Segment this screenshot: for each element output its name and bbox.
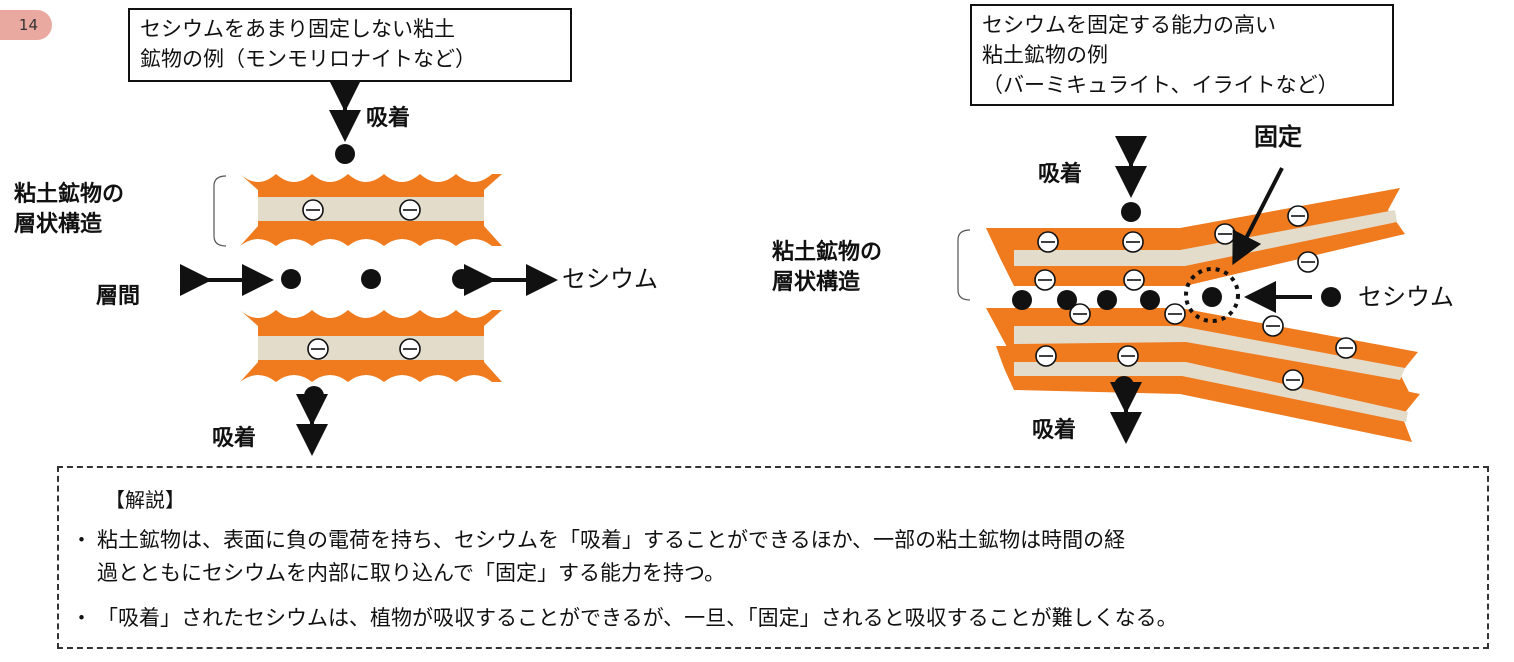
explanation-item-2-text: 「吸着」されたセシウムは、植物が吸収することができるが、一旦、「固定」されると吸… <box>97 606 1178 630</box>
double-arrow-icon <box>180 80 558 456</box>
explanation-item-2: ・ 「吸着」されたセシウムは、植物が吸収することができるが、一旦、「固定」される… <box>71 602 1481 635</box>
right-title-box: セシウムを固定する能力の高い 粘土鉱物の例 （バーミキュライト、イライトなど） <box>970 4 1394 106</box>
arrow-icon <box>1232 167 1284 266</box>
explanation-item-1: ・ 粘土鉱物は、表面に負の電荷を持ち、セシウムを「吸着」することができるほか、一… <box>71 524 1481 590</box>
layered-structure-label-right: 粘土鉱物の 層状構造 <box>772 238 882 298</box>
adsorption-label-bottom-left: 吸着 <box>212 426 257 451</box>
layered-structure-line-1: 粘土鉱物の <box>772 240 883 265</box>
left-lower-clay-layer <box>240 310 502 382</box>
left-title-line-1: セシウムをあまり固定しない粘土 <box>140 17 455 41</box>
layered-structure-line-1: 粘土鉱物の <box>14 182 125 207</box>
bracket-icon <box>957 229 971 301</box>
explanation-item-1-line-2: 過とともにセシウムを内部に取り込んで「固定」する能力を持つ。 <box>97 561 726 585</box>
layered-structure-label-left: 粘土鉱物の 層状構造 <box>14 180 124 240</box>
left-title-line-2: 鉱物の例（モンモリロナイトなど） <box>140 47 476 71</box>
left-upper-clay-layer <box>240 174 502 246</box>
bracket-icon <box>213 175 227 247</box>
negative-charge-icon <box>302 199 421 360</box>
bullet-icon: ・ <box>71 528 92 552</box>
cesium-label-right: セシウム <box>1358 283 1454 311</box>
double-arrow-icon <box>1110 136 1147 444</box>
adsorption-label-top-right: 吸着 <box>1038 162 1083 187</box>
explanation-box: 【解説】 ・ 粘土鉱物は、表面に負の電荷を持ち、セシウムを「吸着」することができ… <box>57 466 1489 649</box>
layered-structure-line-2: 層状構造 <box>14 212 103 237</box>
explanation-heading: 【解説】 <box>105 488 185 512</box>
adsorption-label-top-left: 吸着 <box>366 106 411 131</box>
explanation-item-1-line-1: 粘土鉱物は、表面に負の電荷を持ち、セシウムを「吸着」することができるほか、一部の… <box>97 528 1126 552</box>
right-lower-clay-layer <box>996 346 1420 442</box>
negative-charge-icon <box>1034 205 1357 391</box>
right-title-line-3: （バーミキュライト、イライトなど） <box>982 73 1339 97</box>
adsorption-label-bottom-right: 吸着 <box>1032 418 1077 443</box>
right-title-line-1: セシウムを固定する能力の高い <box>982 13 1276 37</box>
figure-number-badge: 14 <box>0 10 52 40</box>
bullet-icon: ・ <box>71 606 92 630</box>
left-title-box: セシウムをあまり固定しない粘土 鉱物の例（モンモリロナイトなど） <box>128 8 572 82</box>
fixation-label: 固定 <box>1254 123 1302 151</box>
clay-mineral-diagram <box>180 80 1420 456</box>
cesium-label-left: セシウム <box>562 265 658 293</box>
right-title-line-2: 粘土鉱物の例 <box>982 43 1108 67</box>
fixation-ring-icon <box>1184 267 1240 323</box>
layered-structure-line-2: 層状構造 <box>772 270 861 295</box>
interlayer-label: 層間 <box>96 284 141 309</box>
